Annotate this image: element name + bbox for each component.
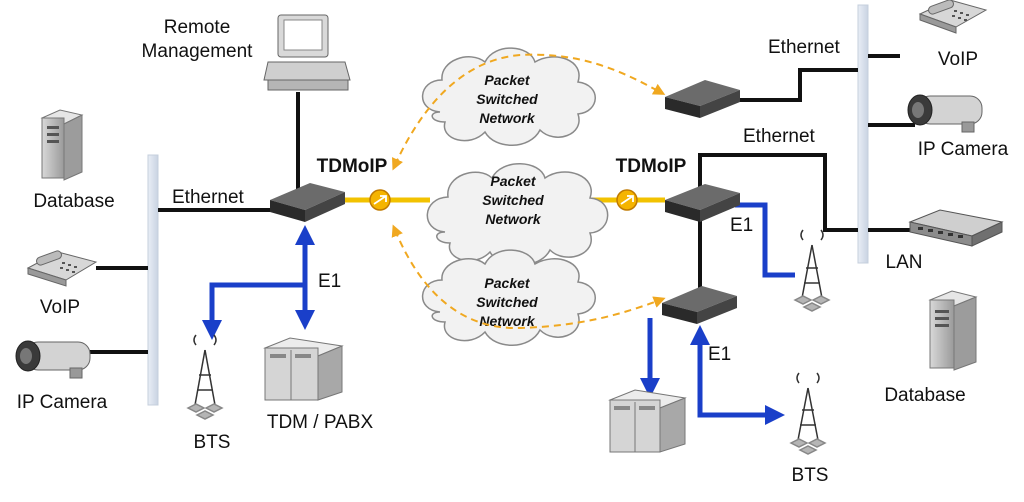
cloud-mid-label-1: Packet (490, 173, 536, 189)
bts-tower-left-icon (186, 334, 224, 420)
cloud-bot-label-2: Switched (476, 294, 538, 310)
cloud-bot-label-3: Network (479, 313, 535, 329)
label-voip-right: VoIP (938, 49, 978, 70)
packet-network-cloud-top: Packet Switched Network (421, 47, 596, 146)
ip-camera-left-icon (15, 340, 91, 379)
cloud-mid-label-2: Switched (482, 192, 544, 208)
tdmoip-device-bottom-right-icon (662, 286, 737, 324)
label-ip-camera-right: IP Camera (918, 139, 1009, 160)
label-bts-left: BTS (194, 432, 231, 453)
tdm-pabx-cabinet-icon (263, 337, 344, 401)
label-ethernet-left: Ethernet (172, 187, 245, 208)
label-tdm-pabx: TDM / PABX (267, 412, 374, 433)
cloud-mid-label-3: Network (485, 211, 541, 227)
converter-icon-right (616, 189, 638, 211)
label-lan: LAN (886, 252, 923, 273)
packet-network-cloud-bottom: Packet Switched Network (421, 249, 596, 346)
ethernet-backbone-right (857, 4, 869, 264)
e1-links (202, 202, 795, 425)
label-tdmoip-right: TDMoIP (616, 156, 687, 177)
label-ip-camera-left: IP Camera (17, 392, 108, 413)
database-server-left-icon (40, 109, 84, 181)
cloud-bot-label-1: Packet (484, 275, 530, 291)
label-database-left: Database (33, 191, 114, 212)
voip-phone-right-icon (918, 0, 988, 34)
cloud-top-label-1: Packet (484, 72, 530, 88)
pabx-cabinet-right-icon (608, 389, 687, 453)
converter-icon-left (369, 189, 391, 211)
label-bts-right: BTS (792, 465, 829, 486)
bts-tower-top-right-icon (793, 229, 831, 312)
tdmoip-device-left-icon (270, 183, 345, 222)
label-ethernet-right-mid: Ethernet (743, 126, 816, 147)
label-management: Management (142, 41, 254, 62)
cloud-top-label-3: Network (479, 110, 535, 126)
cloud-top-label-2: Switched (476, 91, 538, 107)
tdmoip-device-right-icon (665, 184, 740, 222)
label-tdmoip-left: TDMoIP (317, 156, 388, 177)
label-remote: Remote (164, 17, 231, 38)
ip-camera-right-icon (907, 94, 983, 133)
bts-tower-bottom-right-icon (789, 372, 827, 455)
label-ethernet-right-top: Ethernet (768, 37, 841, 58)
label-e1-right-top: E1 (730, 215, 753, 236)
remote-management-computer-icon (263, 14, 351, 91)
label-e1-left: E1 (318, 271, 341, 292)
ethernet-cables (90, 54, 915, 354)
tdmoip-device-top-right-icon (665, 80, 740, 118)
label-voip-left: VoIP (40, 297, 80, 318)
voip-phone-left-icon (26, 250, 98, 287)
label-e1-right-bottom: E1 (708, 344, 731, 365)
database-server-right-icon (928, 290, 978, 371)
label-database-right: Database (884, 385, 965, 406)
ethernet-backbone-left (147, 154, 159, 406)
dashed-flow-arrows (391, 53, 666, 330)
lan-switch-icon (908, 209, 1004, 247)
